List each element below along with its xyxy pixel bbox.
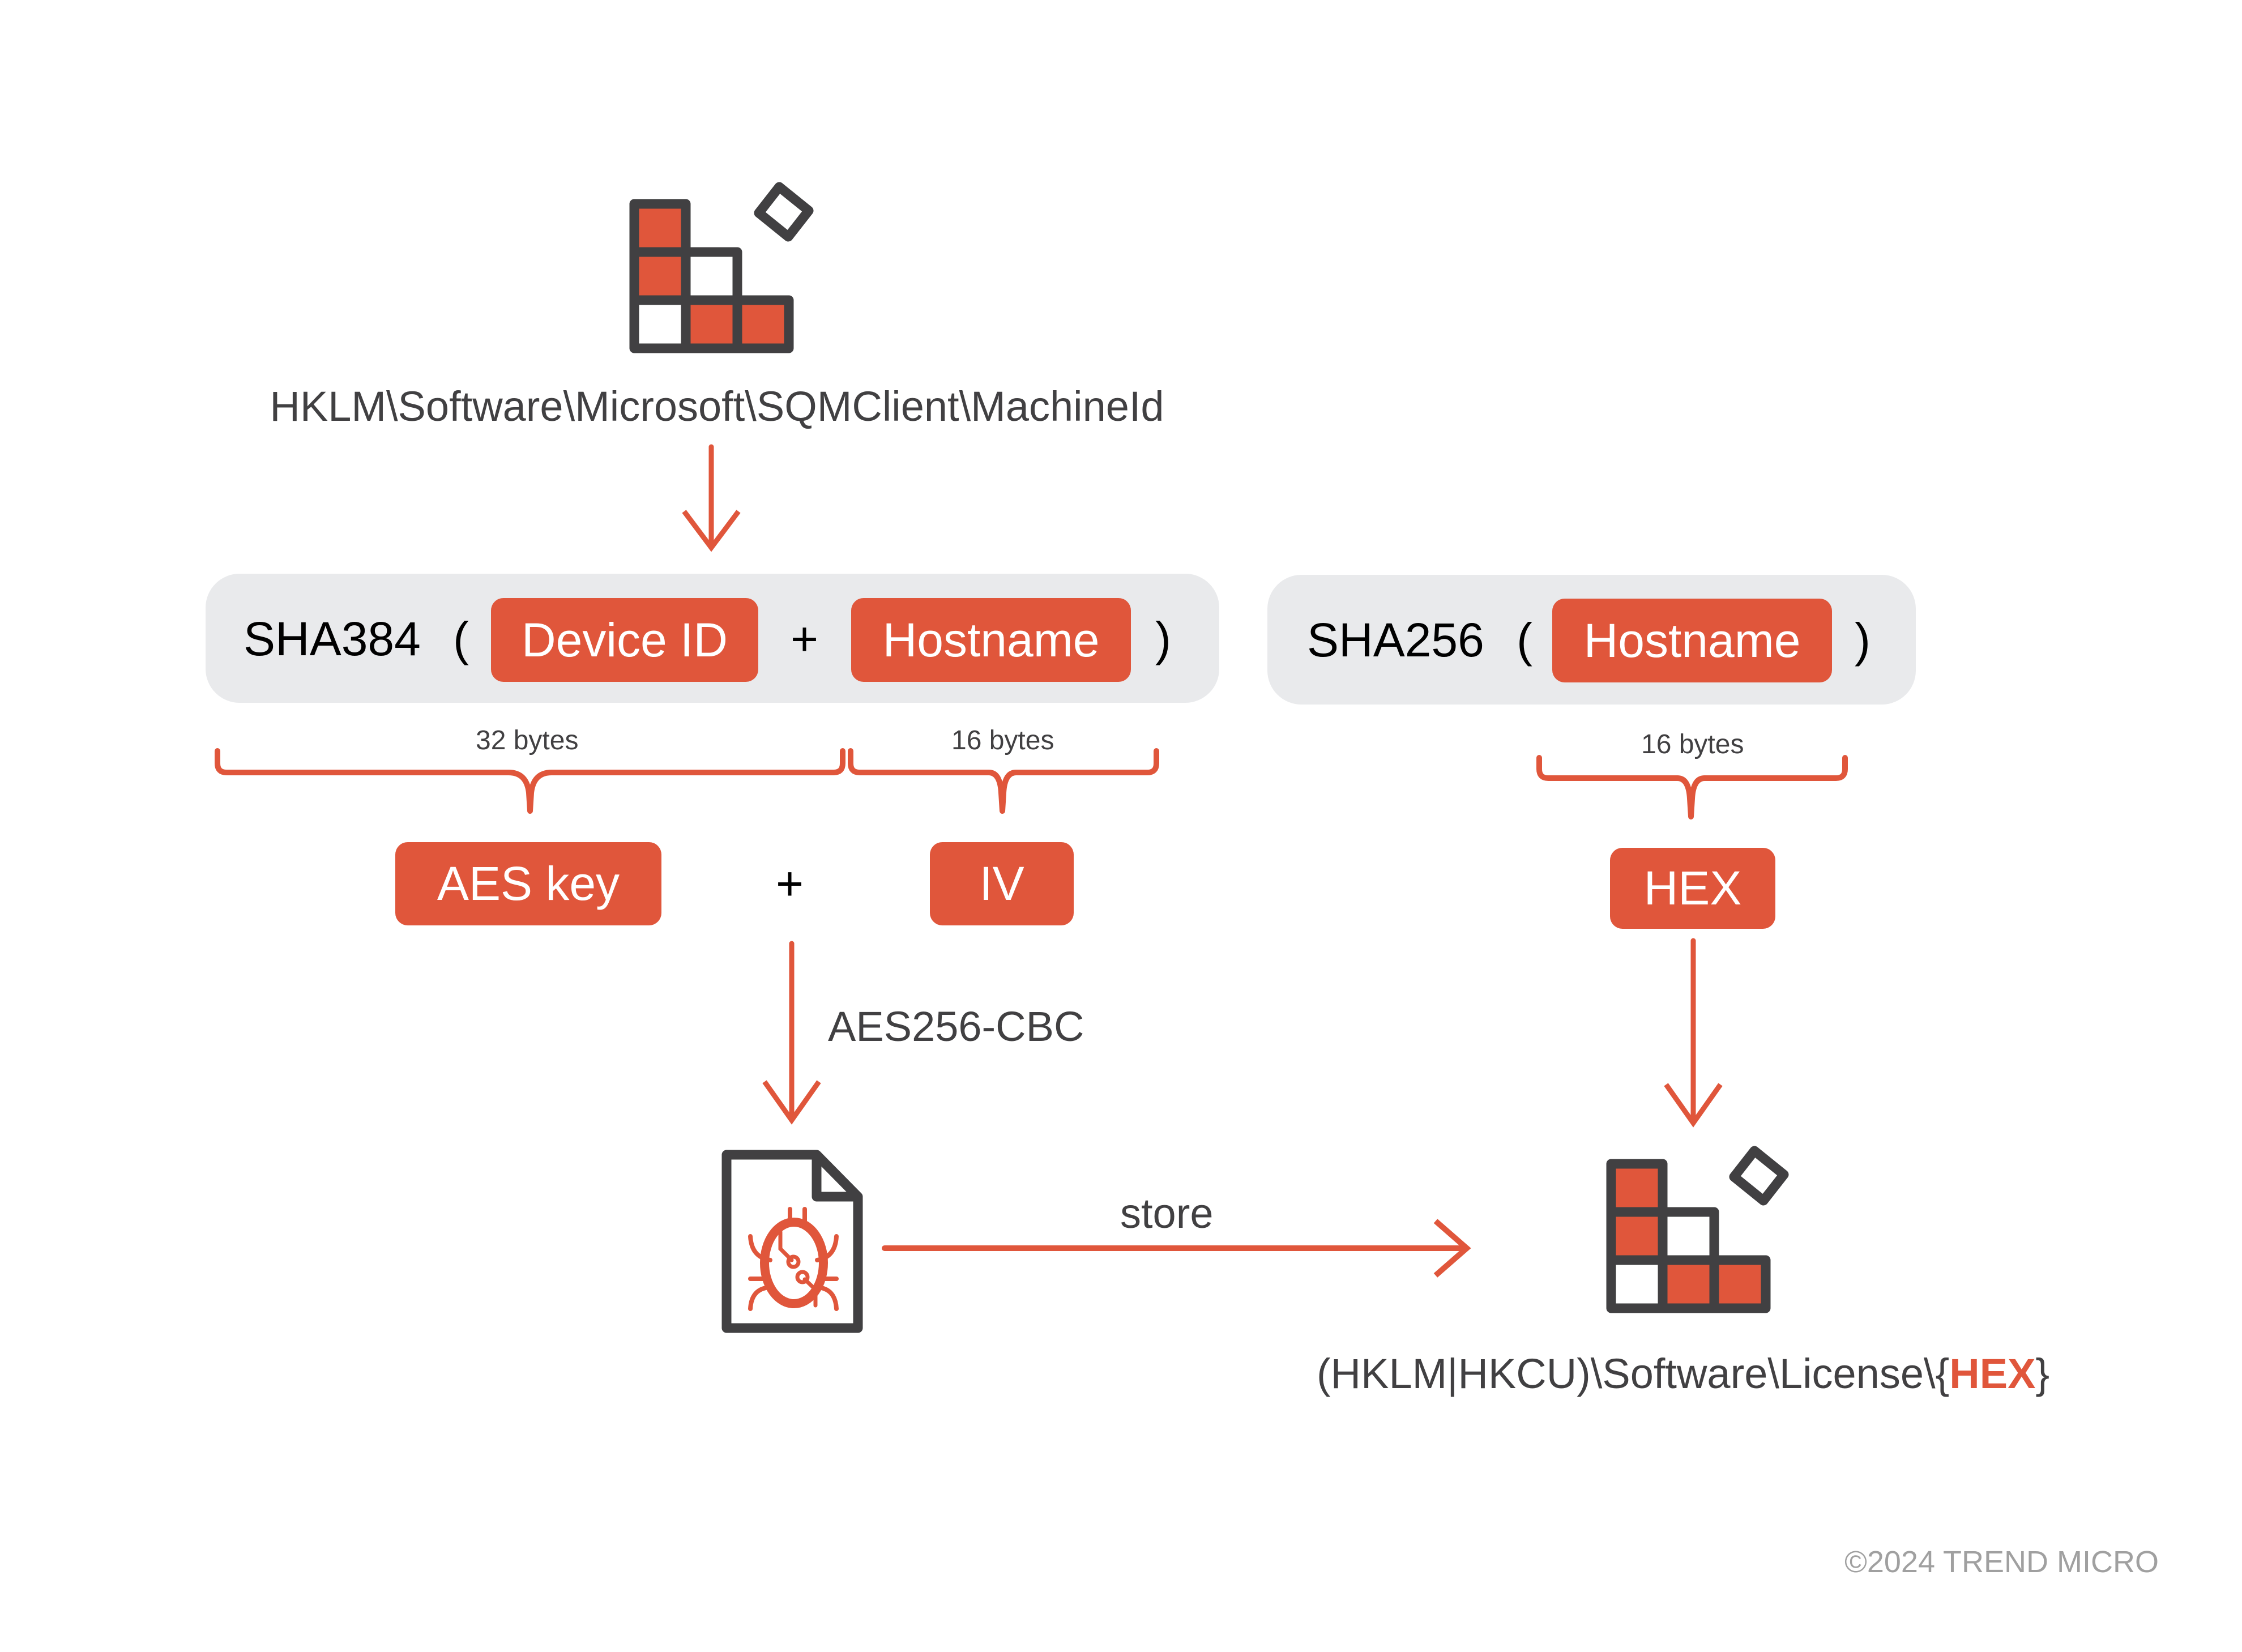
arrow-down-icon — [682, 444, 741, 552]
malware-file-icon — [721, 1150, 863, 1333]
hex-size-label: 16 bytes — [1641, 729, 1744, 759]
hostname-pill: Hostname — [851, 598, 1131, 682]
brace-hex — [1536, 755, 1848, 819]
device-id-pill: Device ID — [491, 598, 758, 682]
registry-icon-bottom — [1606, 1146, 1789, 1313]
brace-iv — [848, 748, 1159, 814]
brace-aes-key — [215, 748, 845, 814]
arrow-right-icon — [882, 1219, 1471, 1278]
license-registry-path: (HKLM|HKCU)\Software\License\{HEX} — [1317, 1350, 2049, 1398]
iv-size-label: 16 bytes — [951, 725, 1054, 755]
sha256-label: SHA256 — [1307, 613, 1484, 667]
plus-sign: + — [791, 612, 819, 665]
license-path-prefix: (HKLM|HKCU)\Software\License\{ — [1317, 1350, 1950, 1397]
sha384-label: SHA384 — [244, 612, 421, 665]
machine-id-registry-path: HKLM\Software\Microsoft\SQMClient\Machin… — [270, 383, 1164, 430]
arrow-down-icon — [1664, 938, 1723, 1128]
open-paren: ( — [453, 612, 469, 665]
arrow-down-icon — [762, 941, 821, 1125]
copyright: ©2024 TREND MICRO — [1844, 1545, 2159, 1579]
plus-sign: + — [776, 857, 804, 910]
aes-key-pill: AES key — [395, 842, 661, 925]
hostname-pill: Hostname — [1552, 599, 1832, 682]
registry-icon-top — [629, 182, 814, 353]
close-paren: ) — [1855, 613, 1871, 667]
store-label: store — [1120, 1190, 1214, 1237]
close-paren: ) — [1155, 612, 1171, 665]
iv-pill: IV — [930, 842, 1074, 925]
cipher-label: AES256-CBC — [828, 1003, 1084, 1050]
license-path-hex: HEX — [1949, 1350, 2036, 1397]
license-path-suffix: } — [2035, 1350, 2050, 1397]
aes-key-size-label: 32 bytes — [476, 725, 579, 755]
open-paren: ( — [1517, 613, 1532, 667]
hex-pill: HEX — [1610, 848, 1775, 929]
